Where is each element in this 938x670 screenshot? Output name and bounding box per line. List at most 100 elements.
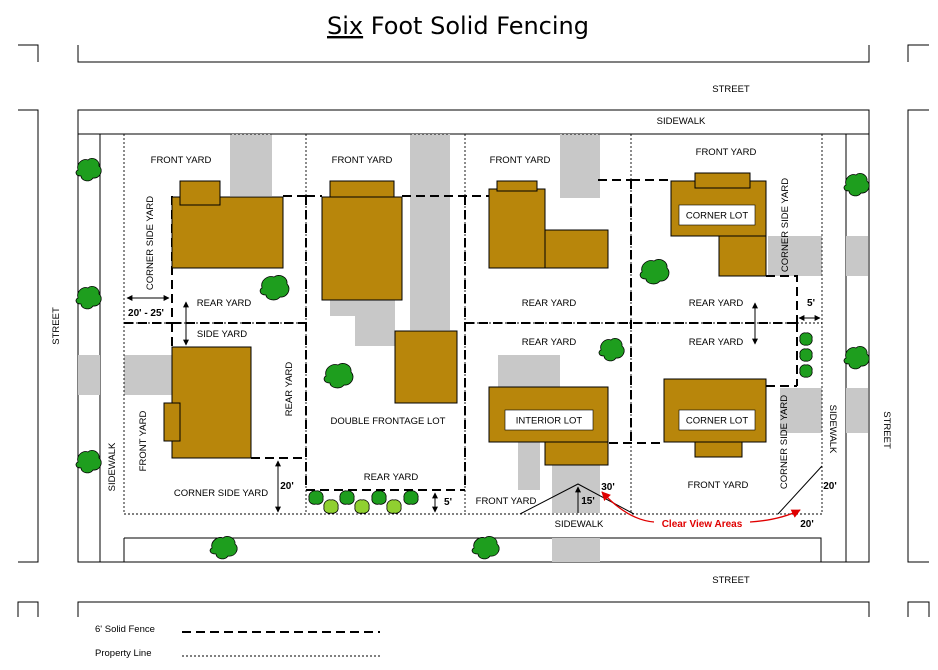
house-garage xyxy=(179,180,221,206)
sidewalk-label-right: SIDEWALK xyxy=(827,405,838,454)
lot-label-box xyxy=(504,409,594,431)
rear-yard-label: REAR YARD xyxy=(364,472,419,483)
house-porch xyxy=(329,180,395,198)
clear-view-triangle xyxy=(777,465,823,515)
measurement-label: 5' xyxy=(807,298,815,309)
rear-yard-label: REAR YARD xyxy=(284,362,295,417)
tree-icon xyxy=(209,536,238,560)
front-yard-label: FRONT YARD xyxy=(476,496,537,507)
driveway xyxy=(780,388,822,433)
corner-side-yard-label: CORNER SIDE YARD xyxy=(779,395,790,489)
measurement-label: 20' xyxy=(280,481,294,492)
tree-icon xyxy=(843,173,870,197)
legend: 6' Solid Fence Property Line xyxy=(95,624,380,659)
left-road-edge xyxy=(18,109,39,563)
street-label-bottom: STREET xyxy=(712,575,750,586)
front-yard-label: FRONT YARD xyxy=(490,155,551,166)
rear-yard-label: REAR YARD xyxy=(689,298,744,309)
side-yard-label: SIDE YARD xyxy=(197,329,247,340)
top-right-corner-edge xyxy=(907,44,929,62)
shrub-icon xyxy=(799,348,813,362)
tree-icon xyxy=(259,275,290,301)
bottom-right-corner-edge xyxy=(907,601,930,617)
corner-side-yard-label: CORNER SIDE YARD xyxy=(780,178,791,272)
shrub-icon xyxy=(339,490,355,505)
bottom-road-edge xyxy=(77,601,870,617)
tree-icon xyxy=(471,536,500,560)
tree-icon xyxy=(75,450,102,474)
front-yard-label: FRONT YARD xyxy=(151,155,212,166)
measurement-label: 30' xyxy=(601,482,615,493)
sidewalk-label-top: SIDEWALK xyxy=(657,116,706,127)
house xyxy=(171,196,284,269)
measurement-label: 20' xyxy=(800,519,814,530)
double-frontage-lot-label: DOUBLE FRONTAGE LOT xyxy=(331,416,446,427)
measurement-label: 15' xyxy=(581,496,595,507)
front-yard-label: FRONT YARD xyxy=(696,147,757,158)
lot-labels: CORNER LOT INTERIOR LOT CORNER LOT DOUBL… xyxy=(331,204,756,431)
measurement-label: 20' - 25' xyxy=(128,308,164,319)
legend-property-label: Property Line xyxy=(95,648,152,659)
front-yard-label: FRONT YARD xyxy=(688,480,749,491)
lot-label-box xyxy=(678,409,756,431)
fence-segment xyxy=(766,275,798,323)
driveway xyxy=(518,440,540,490)
driveway xyxy=(846,236,868,276)
driveways xyxy=(78,134,868,562)
tree-icon xyxy=(323,363,354,389)
street-label-top: STREET xyxy=(712,84,750,95)
house-porch xyxy=(163,402,181,442)
rear-yard-label: REAR YARD xyxy=(522,337,577,348)
front-yard-label: FRONT YARD xyxy=(332,155,393,166)
house-garage xyxy=(394,330,458,404)
shrub-icon xyxy=(799,364,813,378)
driveway xyxy=(78,355,100,395)
house xyxy=(488,188,546,269)
tree-icon xyxy=(75,286,102,310)
clear-view-areas-label: Clear View Areas xyxy=(662,519,743,530)
house-porch xyxy=(694,441,743,458)
lot-label-box xyxy=(678,204,756,226)
house-garage xyxy=(544,229,609,269)
house xyxy=(321,196,403,301)
driveway xyxy=(498,355,560,389)
top-road-edge xyxy=(77,45,870,63)
corner-lot-label: CORNER LOT xyxy=(686,416,748,427)
street-label-left: STREET xyxy=(51,307,62,345)
driveway xyxy=(846,388,868,433)
house-garage xyxy=(718,235,767,277)
street-label-right: STREET xyxy=(881,411,892,449)
shrub-icon xyxy=(799,332,813,346)
shrub-icon xyxy=(371,490,387,505)
tree-icon xyxy=(598,338,625,362)
driveway xyxy=(560,134,600,198)
shrub-icon xyxy=(386,499,402,514)
road-edges xyxy=(17,44,930,617)
measurement-label: 20' xyxy=(823,481,837,492)
corner-side-yard-label: CORNER SIDE YARD xyxy=(145,196,156,290)
shrub-icon xyxy=(308,490,324,505)
rear-yard-label: REAR YARD xyxy=(522,298,577,309)
sidewalk-label-bottom: SIDEWALK xyxy=(555,519,604,530)
block-property-line xyxy=(123,133,823,515)
clear-view-arrow xyxy=(749,509,801,523)
bottom-left-corner-edge xyxy=(17,601,39,617)
front-yard-label: FRONT YARD xyxy=(138,411,149,472)
top-left-corner-edge xyxy=(18,44,39,62)
shrub-icon xyxy=(354,499,370,514)
house-porch xyxy=(496,180,538,192)
rear-yard-label: REAR YARD xyxy=(197,298,252,309)
driveway xyxy=(768,236,822,276)
legend-fence-label: 6' Solid Fence xyxy=(95,624,155,635)
house xyxy=(171,346,252,459)
clear-view-arrow xyxy=(601,491,655,523)
trees xyxy=(75,158,870,560)
shrub-icon xyxy=(403,490,419,505)
bottom-sidewalk-line xyxy=(124,537,822,562)
house-porch xyxy=(544,441,609,466)
corner-side-yard-label: CORNER SIDE YARD xyxy=(174,488,268,499)
driveway xyxy=(330,300,395,316)
diagram-title: Six Foot Solid Fencing xyxy=(327,12,589,40)
block-curb xyxy=(77,109,870,563)
